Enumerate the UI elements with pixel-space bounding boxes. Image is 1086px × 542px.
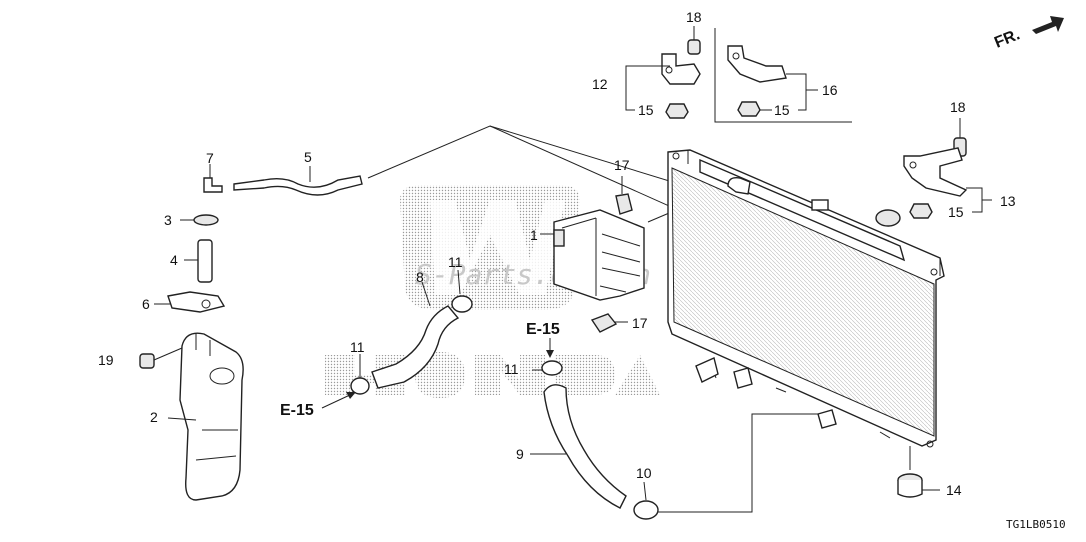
callout-5: 5	[304, 149, 312, 165]
clip-part-17-top	[615, 176, 633, 215]
callout-4: 4	[170, 252, 178, 268]
leader-13b	[972, 200, 983, 213]
callout-9: 9	[516, 446, 524, 462]
callout-7: 7	[206, 150, 214, 166]
callout-16: 16	[822, 82, 838, 98]
callout-13: 13	[1000, 193, 1016, 209]
bracket-part-13	[903, 147, 968, 197]
ref-e15-left: E-15	[280, 402, 314, 419]
callout-17-bottom: 17	[632, 315, 648, 331]
callout-3: 3	[164, 212, 172, 228]
callout-11-upper: 11	[448, 254, 463, 270]
leader-16a	[786, 73, 818, 91]
clamp-part-10	[633, 481, 659, 520]
upper-hose-part-8	[371, 281, 460, 389]
lower-hose-part-9	[530, 384, 627, 509]
leader-hose-radiator	[658, 413, 818, 513]
plate-part-6	[154, 291, 226, 313]
reserve-tank-part-2	[167, 332, 244, 501]
callout-8: 8	[416, 269, 424, 285]
clamp-part-11-upper	[451, 269, 473, 313]
callout-6: 6	[142, 296, 150, 312]
bolt-part-18-top	[687, 26, 701, 55]
callout-1: 1	[530, 227, 538, 243]
nut-part-15-a	[665, 103, 689, 119]
diagram-code: TG1LB0510	[1006, 518, 1066, 531]
callout-11-left: 11	[350, 339, 365, 355]
nut-part-15-c	[909, 203, 933, 219]
clamp-part-11-left	[350, 354, 370, 395]
callout-2: 2	[150, 409, 158, 425]
front-direction-arrow: FR.	[992, 16, 1064, 52]
bracket-part-12	[661, 53, 701, 85]
callout-18-right: 18	[950, 99, 966, 115]
callout-18-top: 18	[686, 9, 702, 25]
callout-14: 14	[946, 482, 962, 498]
leader-12b	[625, 83, 635, 111]
hose-part-5	[233, 166, 363, 196]
tube-part-4	[184, 239, 213, 283]
callout-15-a: 15	[638, 102, 654, 118]
bracket-divider	[714, 28, 852, 123]
elbow-part-7	[203, 164, 223, 193]
leader-13a	[966, 187, 992, 201]
callout-12: 12	[592, 76, 608, 92]
callout-10: 10	[636, 465, 652, 481]
brand-watermark	[325, 185, 660, 398]
leader-12a	[625, 65, 670, 83]
ring-part-3	[180, 214, 219, 226]
leader-16b	[798, 90, 807, 111]
bracket-part-16	[727, 45, 787, 83]
callout-15-c: 15	[948, 204, 964, 220]
ref-e15-center: E-15	[526, 321, 560, 338]
nut-part-15-b	[737, 101, 761, 117]
e15-arrow-left	[321, 393, 353, 409]
callout-labels: 1 2 3 4 5 6 7 8 9 10 11 11 11 12 13 14 1…	[98, 9, 1066, 531]
mount-cushion-part-14	[897, 446, 940, 498]
callout-17-top: 17	[614, 157, 630, 173]
air-guide-part-1	[540, 209, 645, 301]
clamp-part-11-lower	[532, 360, 563, 376]
callout-19: 19	[98, 352, 114, 368]
clip-part-17-bottom	[590, 313, 628, 333]
direction-label: FR.	[992, 26, 1022, 51]
callout-11-lower: 11	[504, 361, 519, 377]
radiator-part	[667, 149, 945, 448]
callout-15-b: 15	[774, 102, 790, 118]
